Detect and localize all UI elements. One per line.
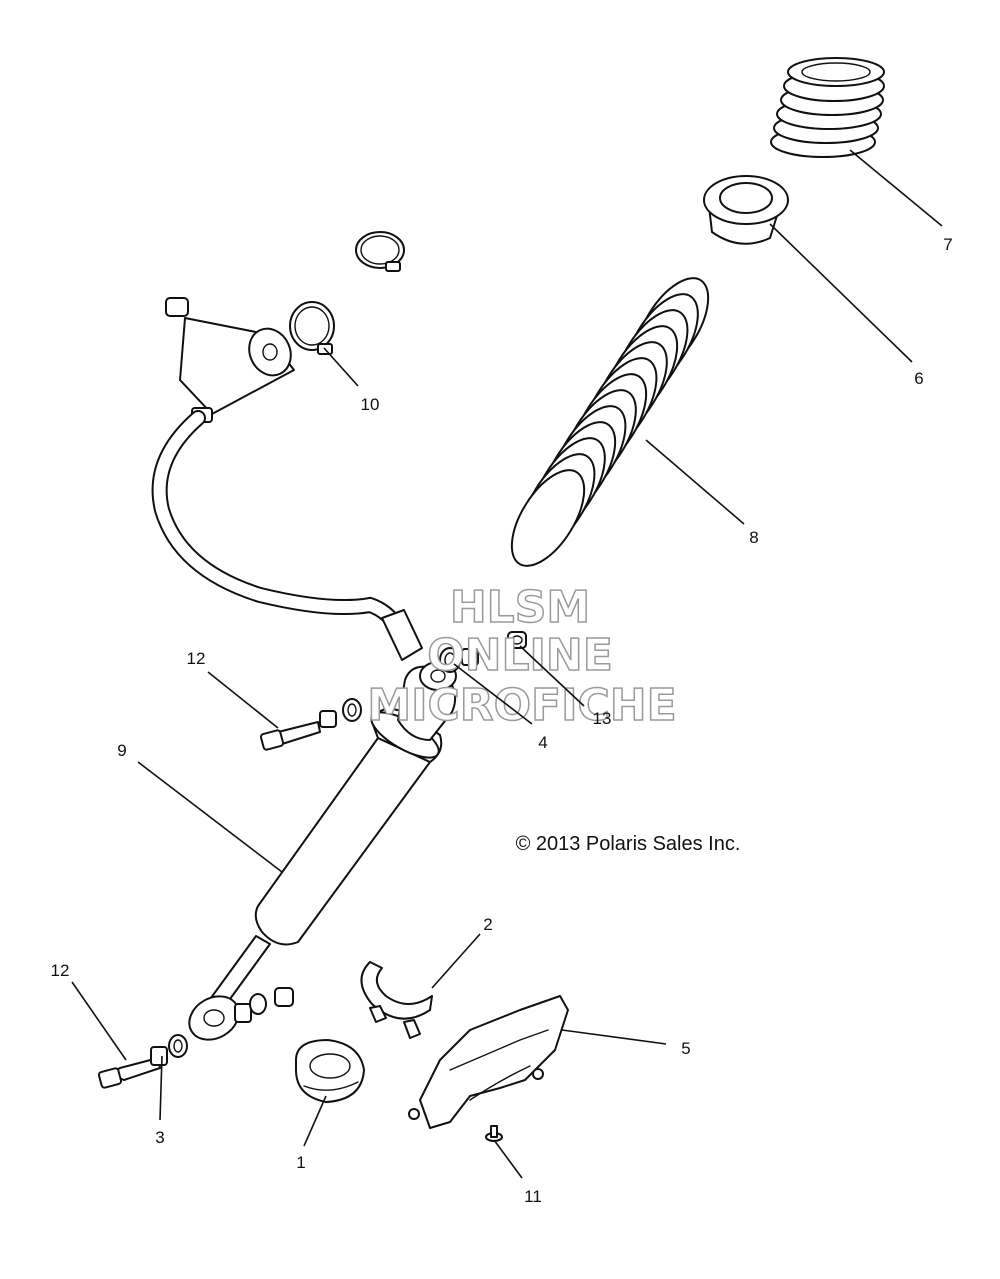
part-10-reservoir — [165, 231, 405, 423]
callout-12-lower: 12 — [51, 961, 70, 980]
leader-7 — [849, 149, 943, 227]
leader-4 — [453, 663, 533, 725]
callout-2: 2 — [483, 915, 492, 934]
callout-10: 10 — [361, 395, 380, 414]
leader-1 — [303, 1095, 327, 1147]
callout-7: 7 — [943, 235, 952, 254]
callout-12-upper: 12 — [187, 649, 206, 668]
callout-6: 6 — [914, 369, 923, 388]
leader-12b — [71, 981, 127, 1061]
callout-1: 1 — [296, 1153, 305, 1172]
callout-13: 13 — [593, 709, 612, 728]
part-5-guard — [408, 995, 569, 1129]
leader-10 — [323, 347, 359, 387]
leader-9 — [137, 761, 283, 873]
leader-6 — [769, 223, 913, 363]
leader-13 — [519, 645, 585, 707]
upper-bushing — [319, 698, 362, 728]
callout-3: 3 — [155, 1128, 164, 1147]
part-2-retainer-clip — [360, 961, 433, 1039]
watermark: HLSM ONLINE MICROFICHE — [367, 581, 678, 732]
leader-11 — [493, 1139, 523, 1179]
callout-5: 5 — [681, 1039, 690, 1058]
callout-4: 4 — [538, 733, 547, 752]
callout-8: 8 — [749, 528, 758, 547]
part-1-spring-retainer — [295, 1039, 365, 1103]
part-6-spring-seat — [703, 175, 789, 245]
callout-9: 9 — [117, 741, 126, 760]
part-9-shock-absorber — [188, 661, 457, 1041]
part-8-coil-spring — [510, 277, 710, 567]
copyright-notice: © 2013 Polaris Sales Inc. — [516, 833, 741, 855]
callout-11: 11 — [524, 1187, 542, 1206]
leader-lines — [71, 149, 943, 1179]
leader-2 — [431, 933, 481, 989]
reservoir-hose — [151, 410, 423, 661]
leader-8 — [645, 439, 745, 525]
lower-spacers — [234, 987, 294, 1023]
part-4-washer-upper — [439, 647, 479, 673]
watermark-line1: HLSM — [450, 582, 590, 633]
leader-3 — [159, 1055, 163, 1121]
watermark-line3: MICROFICHE — [367, 680, 676, 731]
part-3-bushing — [150, 1034, 188, 1066]
part-11-rivet — [485, 1125, 503, 1142]
part-12-upper-bolt — [259, 721, 321, 751]
leader-5 — [561, 1029, 667, 1045]
watermark-line2: ONLINE — [427, 630, 613, 681]
part-7-small-spring — [770, 57, 885, 158]
part-13-nut-upper — [507, 631, 527, 649]
callouts: 7 6 8 10 12 4 13 9 2 5 12 3 1 11 — [51, 235, 953, 1206]
spring-coil — [510, 469, 586, 567]
leader-12a — [207, 671, 279, 729]
